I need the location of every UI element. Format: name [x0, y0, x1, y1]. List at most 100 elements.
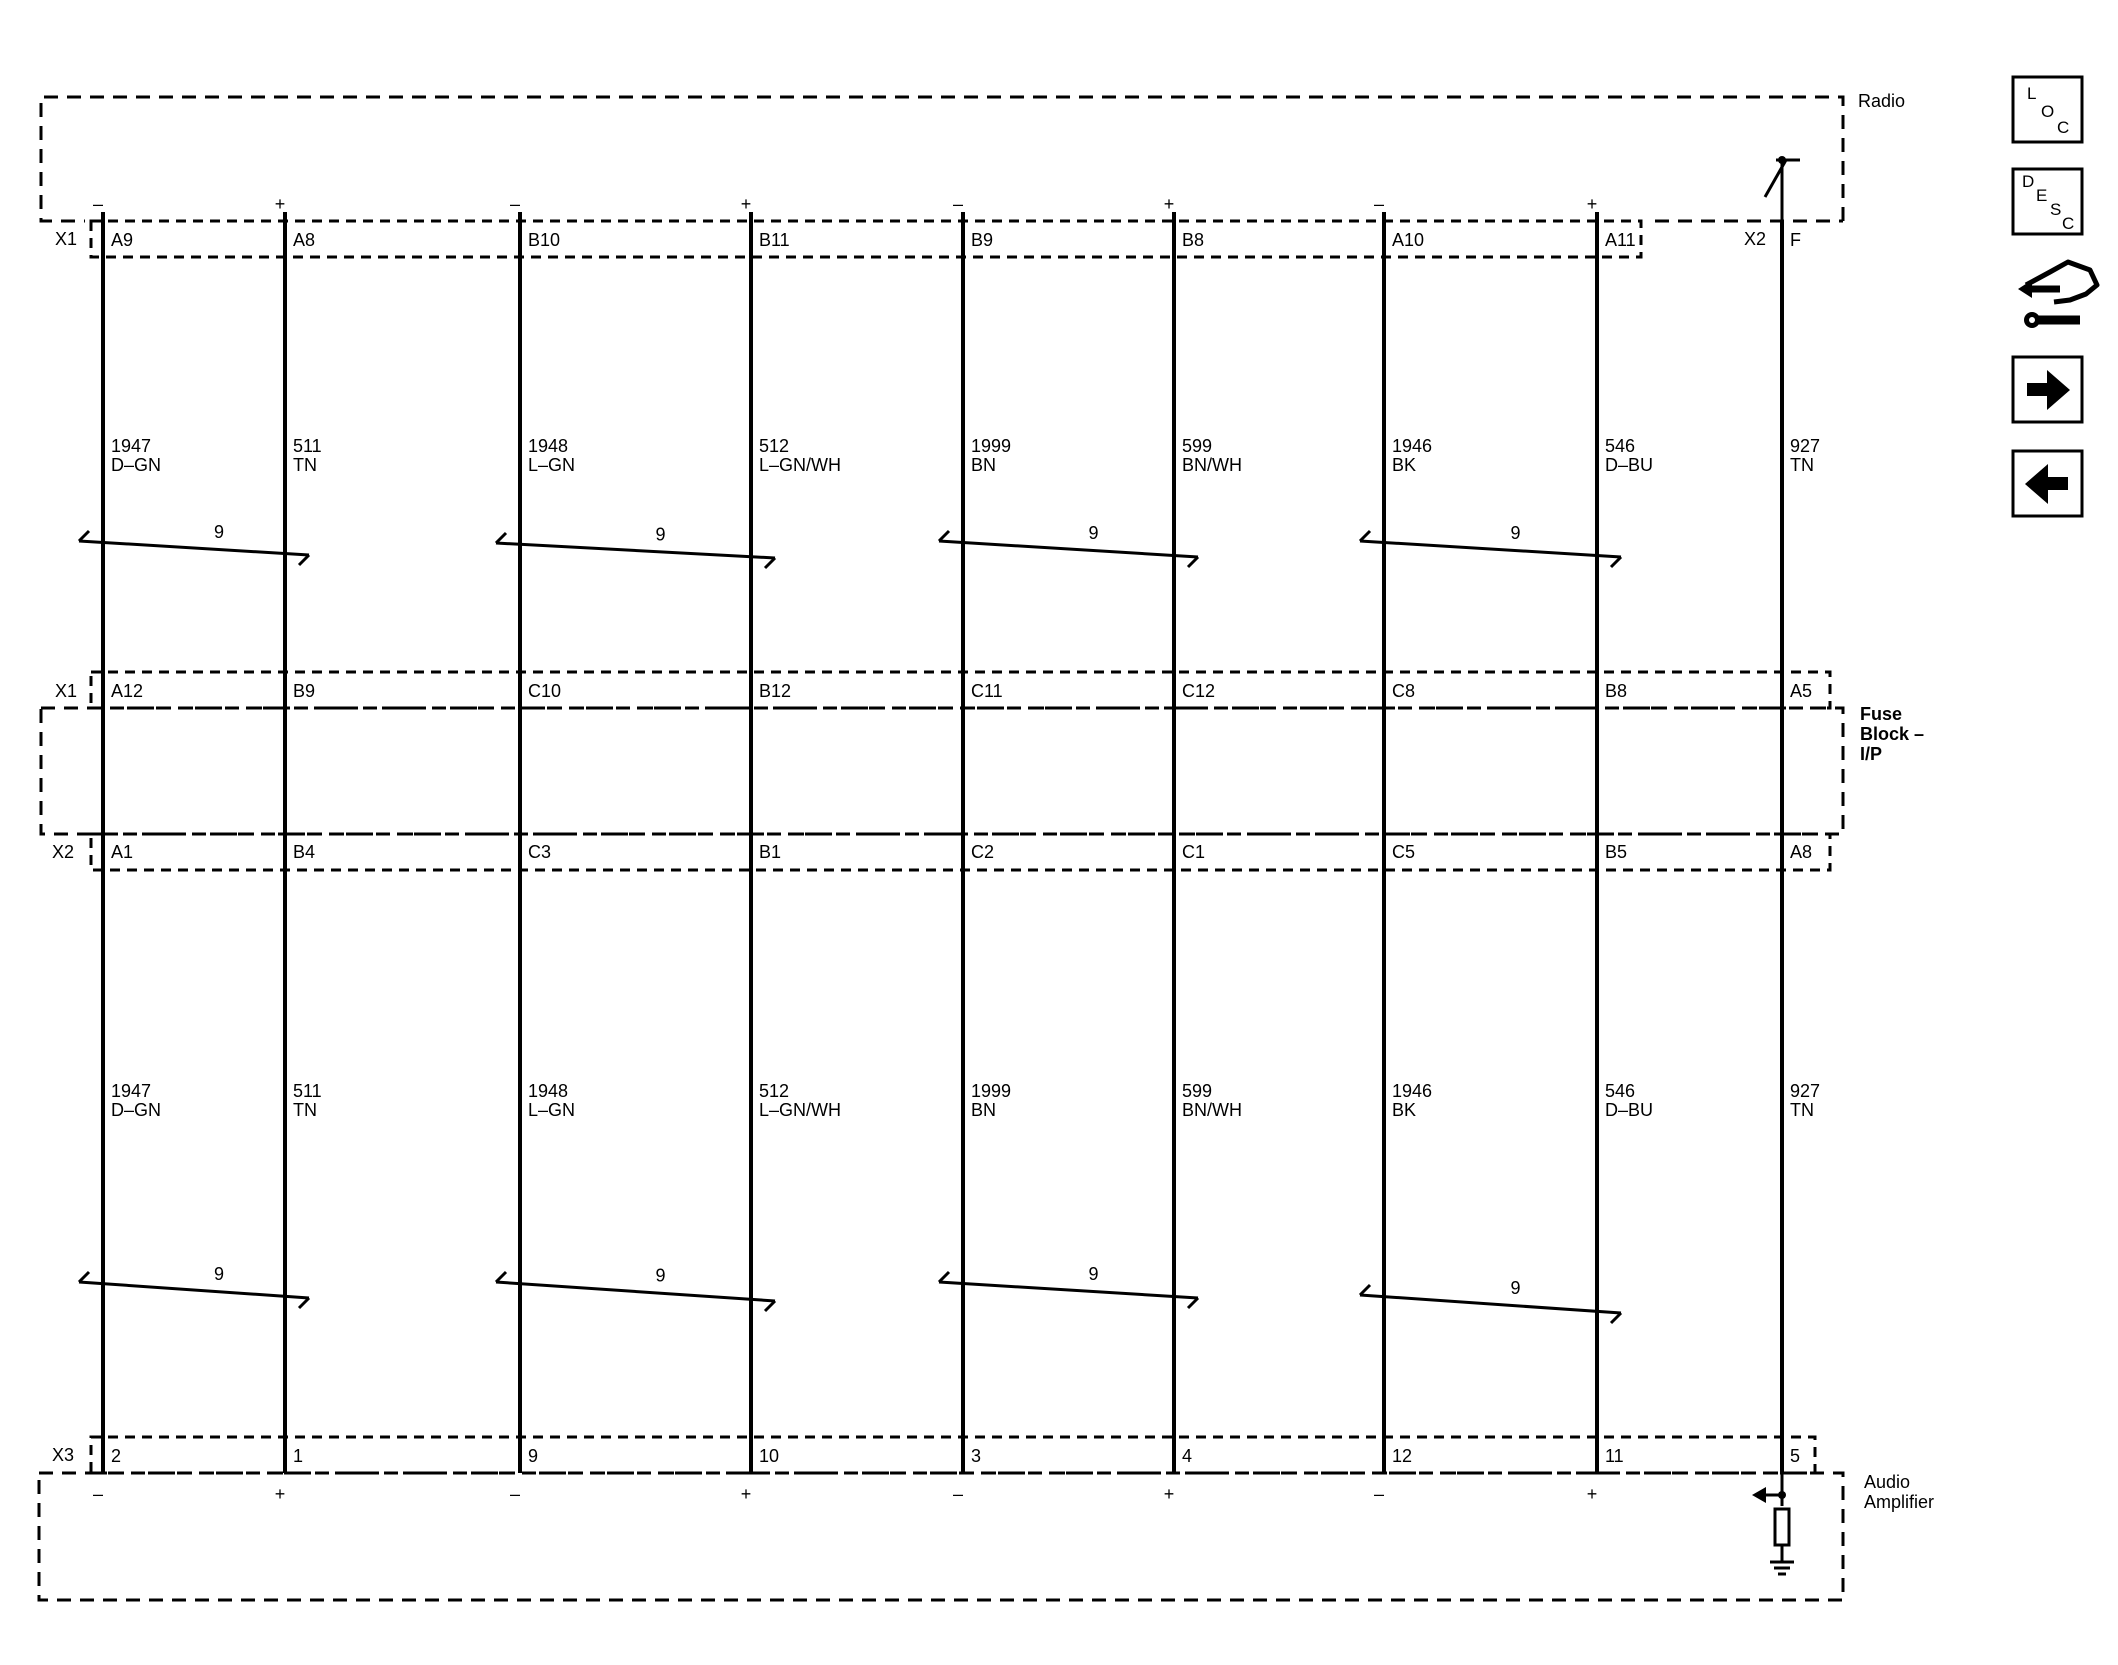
- fuse-x1-pin-label: B8: [1605, 681, 1627, 701]
- radio-polarity-mark: –: [953, 194, 963, 214]
- wire-color: L–GN: [528, 1100, 575, 1120]
- radio-polarity-mark: +: [741, 194, 752, 214]
- circuit-number: 1948: [528, 436, 568, 456]
- fuse-x1-label: X1: [55, 681, 77, 701]
- wire-color: TN: [293, 1100, 317, 1120]
- svg-text:E: E: [2036, 186, 2047, 205]
- radio-x1-connector: X1: [55, 219, 1643, 259]
- svg-text:L: L: [2027, 84, 2036, 103]
- fuse-x2-connector-box: [89, 832, 1832, 872]
- circuit-number: 1999: [971, 436, 1011, 456]
- wire-color: D–BU: [1605, 455, 1653, 475]
- arrow-left-icon: [2025, 464, 2068, 504]
- audio-amplifier-component: X3 Audio Amplifier: [37, 1435, 1934, 1602]
- twisted-pair-label: 9: [1510, 1278, 1520, 1298]
- fuse-x2-pin-label: A1: [111, 842, 133, 862]
- fuse-block-label: Fuse Block – I/P: [1860, 704, 1929, 764]
- amp-pin-label: 2: [111, 1446, 121, 1466]
- twisted-pair-label: 9: [1088, 523, 1098, 543]
- circuit-number: 511: [293, 1081, 322, 1101]
- radio-component: Radio: [39, 91, 1905, 223]
- circuit-number: 546: [1605, 1081, 1635, 1101]
- fuse-x2-pin-label: C3: [528, 842, 551, 862]
- radio-polarity-mark: –: [1374, 194, 1384, 214]
- twisted-pair-marker: 9: [1358, 1278, 1623, 1325]
- wire-color: BK: [1392, 455, 1416, 475]
- wire-color: BN: [971, 455, 996, 475]
- circuit-number: 1946: [1392, 436, 1432, 456]
- twisted-pair-label: 9: [214, 1264, 224, 1284]
- circuit-number: 1947: [111, 436, 151, 456]
- circuit-number: 599: [1182, 1081, 1212, 1101]
- wire-color: BN/WH: [1182, 455, 1242, 475]
- fuse-x2-label: X2: [52, 842, 74, 862]
- fuse-x1-pin-label: C8: [1392, 681, 1415, 701]
- amp-pin-label: 12: [1392, 1446, 1412, 1466]
- wire-color: D–BU: [1605, 1100, 1653, 1120]
- circuit-number: 511: [293, 436, 322, 456]
- twisted-pair-marker: 9: [77, 1264, 311, 1310]
- radio-pin-label: B11: [759, 230, 790, 250]
- audio-amplifier-outline: [37, 1471, 1845, 1602]
- radio-pin-label: B10: [528, 230, 560, 250]
- svg-text:S: S: [2050, 200, 2061, 219]
- circuit-number: 927: [1790, 1081, 1820, 1101]
- fuse-x2-pin-label: B4: [293, 842, 315, 862]
- wire-color: L–GN/WH: [759, 1100, 841, 1120]
- amp-x3-label: X3: [52, 1445, 74, 1465]
- circuit-number: 512: [759, 1081, 789, 1101]
- fuse-x1-pin-label: B12: [759, 681, 791, 701]
- amp-pin-label: 11: [1605, 1446, 1624, 1466]
- arrow-right-button[interactable]: [2011, 355, 2084, 424]
- circuit-number: 927: [1790, 436, 1820, 456]
- arrow-left-button[interactable]: [2011, 449, 2084, 518]
- radio-shield-symbol: [1763, 156, 1800, 221]
- wire-color: L–GN/WH: [759, 455, 841, 475]
- amp-polarity-mark: –: [953, 1484, 963, 1504]
- connector-hand-icon[interactable]: [2018, 259, 2100, 328]
- amp-x3-connector-box: [89, 1435, 1817, 1475]
- twisted-pair-label: 9: [655, 1266, 665, 1286]
- radio-polarity-mark: –: [93, 194, 103, 214]
- wire-color: BK: [1392, 1100, 1416, 1120]
- fuse-block-outline: [39, 706, 1845, 836]
- wire-color: BN: [971, 1100, 996, 1120]
- twisted-pair-marker: 9: [77, 522, 311, 567]
- radio-label: Radio: [1858, 91, 1905, 111]
- svg-text:O: O: [2041, 102, 2054, 121]
- amp-pin-label: 1: [293, 1446, 303, 1466]
- twisted-pair-marker: 9: [494, 1266, 777, 1313]
- fuse-x1-pin-label: C11: [971, 681, 1003, 701]
- amp-polarity-mark: –: [93, 1484, 103, 1504]
- amp-pin-label: 5: [1790, 1446, 1800, 1466]
- amp-pin-label: 10: [759, 1446, 779, 1466]
- loc-button[interactable]: L O C: [2011, 75, 2084, 144]
- circuit-number: 512: [759, 436, 789, 456]
- amp-polarity-mark: +: [1587, 1484, 1598, 1504]
- amp-pin-label: 3: [971, 1446, 981, 1466]
- radio-polarity-mark: +: [1587, 194, 1598, 214]
- twisted-pair-label: 9: [1510, 523, 1520, 543]
- wires-layer: A9A12A121947D–GN1947D–GN––A8B9B41511TN51…: [77, 194, 1820, 1504]
- radio-pin-label: F: [1790, 230, 1801, 250]
- fuse-x2-pin-label: C1: [1182, 842, 1205, 862]
- wire-color: TN: [1790, 455, 1814, 475]
- desc-button[interactable]: D E S C: [2011, 167, 2084, 236]
- audio-amplifier-label: Audio Amplifier: [1864, 1472, 1934, 1512]
- amp-polarity-mark: +: [1164, 1484, 1175, 1504]
- radio-pin-label: B9: [971, 230, 993, 250]
- radio-polarity-mark: +: [275, 194, 286, 214]
- twisted-pair-marker: 9: [494, 525, 777, 570]
- wire-color: TN: [1790, 1100, 1814, 1120]
- fuse-x2-pin-label: C5: [1392, 842, 1415, 862]
- radio-pin-label: A10: [1392, 230, 1424, 250]
- radio-x1-label: X1: [55, 229, 77, 249]
- amp-polarity-mark: –: [510, 1484, 520, 1504]
- radio-x1-connector-box: [89, 219, 1643, 259]
- radio-outline: [39, 95, 1845, 223]
- circuit-number: 546: [1605, 436, 1635, 456]
- fuse-x1-pin-label: A5: [1790, 681, 1812, 701]
- fuse-x1-pin-label: A12: [111, 681, 143, 701]
- amp-polarity-mark: +: [275, 1484, 286, 1504]
